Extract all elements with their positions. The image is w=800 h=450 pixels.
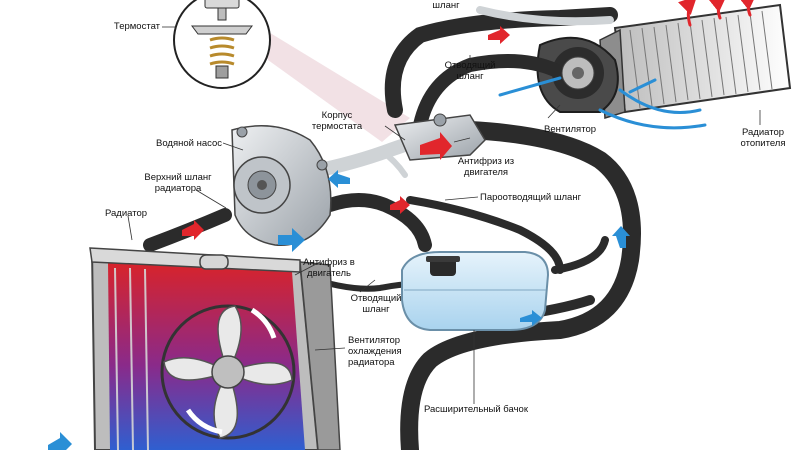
label-water-pump: Водяной насос: [156, 138, 222, 149]
magnifier-cone: [262, 28, 410, 142]
label-heater-radiator: Радиатор отопителя: [740, 127, 786, 149]
leader-lines: [127, 26, 761, 404]
heat-arrows: [678, 0, 758, 27]
water-pump: [231, 125, 332, 246]
label-upper-hose: Верхний шланг радиатора: [144, 172, 212, 194]
expansion-tank: [401, 251, 550, 331]
label-coolant-from-engine: Антифриз из двигателя: [457, 156, 515, 178]
label-thermostat-housing: Корпус термостата: [311, 110, 363, 132]
cold-flow-arrows: [48, 170, 630, 450]
radiator: [89, 247, 341, 450]
hot-flow-arrows: [182, 26, 510, 240]
label-cooling-fan: Вентилятор охлаждения радиатора: [348, 335, 402, 368]
label-expansion-tank: Расширительный бачок: [424, 404, 528, 415]
label-steam-hose: Пароотводящий шланг: [480, 192, 582, 203]
heater-radiator: [599, 3, 792, 119]
label-radiator: Радиатор: [104, 208, 148, 219]
airflow-arrows: [498, 76, 707, 130]
label-coolant-to-engine: Антифриз в двигатель: [303, 257, 355, 279]
label-thermostat: Термостат: [113, 21, 160, 32]
label-hose-top: шланг: [432, 0, 460, 11]
radiator-cooling-fan: [160, 304, 296, 440]
label-outlet-hose-top: Отводящий шланг: [444, 60, 496, 82]
thermostat-closeup: [173, 0, 271, 89]
label-outlet-hose-mid: Отводящий шланг: [350, 293, 402, 315]
label-heater-fan: Вентилятор: [543, 124, 597, 135]
heater-fan: [536, 36, 619, 113]
